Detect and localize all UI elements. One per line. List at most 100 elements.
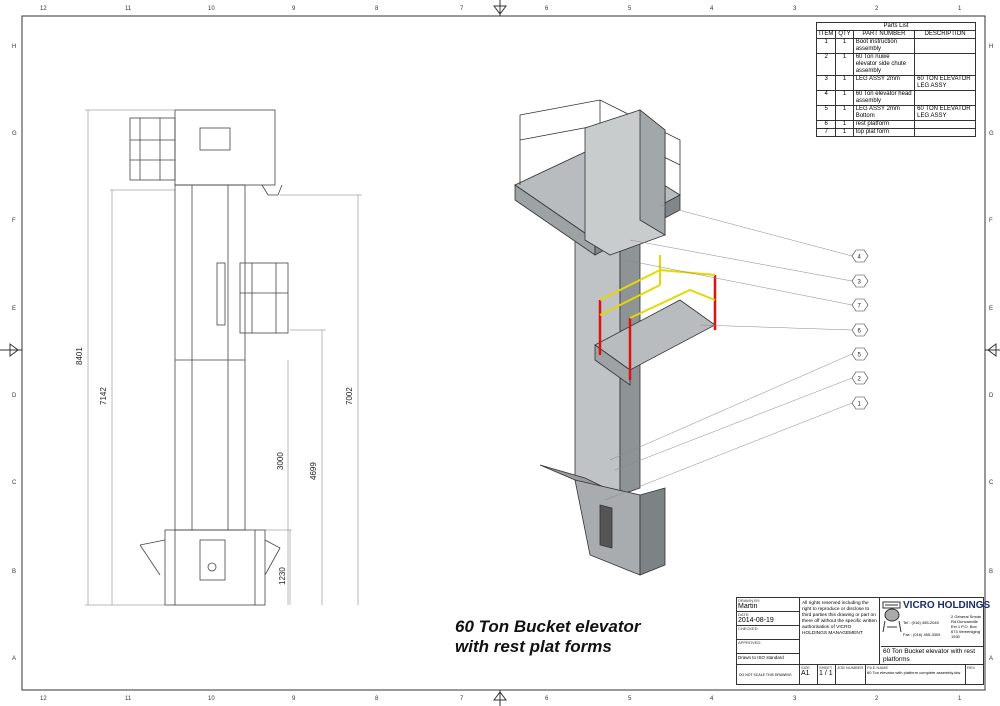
approved-label: APPROVED: (737, 640, 799, 654)
column-marker: 3 (793, 696, 797, 702)
balloon-number: 5 (858, 353, 862, 359)
row-marker: H (12, 44, 16, 50)
parts-cell-part: top plat form (852, 128, 916, 137)
col-part: PART NUMBER (852, 30, 916, 39)
item-balloon (851, 396, 869, 410)
checked-label: CHECKED: (737, 626, 799, 640)
leader-line (659, 204, 853, 257)
column-marker: 8 (375, 6, 379, 12)
leader-line (699, 324, 853, 331)
dim-1230: 1230 (278, 567, 287, 585)
drawn-by: Martin (738, 603, 758, 610)
dim-7142: 7142 (99, 387, 108, 405)
leader-line (609, 353, 853, 461)
revision-label: REV (965, 665, 983, 685)
balloon-number: 2 (858, 377, 862, 383)
item-balloon (851, 298, 869, 312)
no-scale-note: DO NOT SCALE THIS DRAWING (739, 673, 792, 677)
parts-cell-part: Boot instruction assembly (852, 38, 916, 54)
row-marker: E (12, 306, 16, 312)
column-marker: 10 (208, 6, 215, 12)
parts-cell-item: 2 (815, 53, 837, 76)
address: 2 General Smuts Rd Duncanville Ext 1 P.O… (951, 614, 982, 639)
parts-cell-part: 60 Ton nuwe elevator side chute assembly (852, 53, 916, 76)
column-marker: 7 (460, 696, 464, 702)
column-marker: 1 (958, 6, 962, 12)
item-balloon (851, 249, 869, 263)
balloon-number: 1 (858, 402, 862, 408)
col-qty: QTY (835, 30, 854, 39)
leader-line (629, 239, 853, 282)
caption-line-2: with rest plat forms (455, 637, 612, 656)
row-marker: B (989, 569, 993, 575)
drawn-by-label: DRAWN BY: (738, 598, 761, 603)
parts-cell-item: 1 (815, 38, 837, 54)
row-marker: A (989, 656, 993, 662)
company-block: VICRO HOLDINGS Tel : (016) 455-2040 Fax … (881, 598, 990, 647)
standard-note: Drawn to ISO standard (738, 655, 784, 660)
item-balloon (851, 371, 869, 385)
balloon-number: 7 (858, 304, 862, 310)
row-marker: A (12, 656, 16, 662)
isometric-view (514, 99, 717, 576)
parts-cell-part: LEG ASSY 2mm (852, 75, 916, 91)
parts-cell-item: 5 (815, 105, 837, 121)
parts-cell-desc (914, 128, 976, 137)
parts-cell-desc (914, 90, 976, 106)
parts-cell-part: LEG ASSY 2mm Bottom (852, 105, 916, 121)
drawing-caption: 60 Ton Bucket elevator with rest plat fo… (455, 617, 641, 657)
sheet-size: A1 (801, 670, 810, 677)
row-marker: D (12, 393, 17, 399)
item-balloon (851, 323, 869, 337)
drawn-section: DRAWN BY:Martin DATE:2014-08-19 CHECKED:… (737, 598, 800, 664)
parts-cell-qty: 1 (835, 105, 854, 121)
parts-cell-item: 7 (815, 128, 837, 137)
col-item: ITEM (815, 30, 837, 39)
title-block: DRAWN BY:Martin DATE:2014-08-19 CHECKED:… (736, 597, 990, 685)
row-marker: C (989, 480, 994, 486)
parts-cell-item: 4 (815, 90, 837, 106)
column-marker: 7 (460, 6, 464, 12)
rights-notice: All rights reserved including the right … (800, 598, 880, 664)
parts-cell-desc (914, 53, 976, 76)
column-marker: 6 (545, 6, 549, 12)
parts-cell-qty: 1 (835, 120, 854, 129)
parts-cell-qty: 1 (835, 38, 854, 54)
dimension-labels: 8401 7142 7002 4699 3000 1230 (75, 347, 354, 585)
parts-list-table: Parts List ITEM QTY PART NUMBER DESCRIPT… (815, 22, 976, 137)
frame (21, 15, 986, 691)
row-marker: G (989, 131, 994, 137)
column-marker: 3 (793, 6, 797, 12)
row-marker: E (989, 306, 993, 312)
parts-cell-part: 60 Ton elevator head assembly (852, 90, 916, 106)
parts-cell-qty: 1 (835, 90, 854, 106)
column-marker: 6 (545, 696, 549, 702)
balloon-number: 4 (858, 255, 862, 261)
dim-3000: 3000 (276, 452, 285, 470)
column-marker: 9 (292, 6, 296, 12)
column-marker: 12 (40, 696, 47, 702)
column-marker: 1 (958, 696, 962, 702)
parts-cell-qty: 1 (835, 75, 854, 91)
drawing-title: 60 Ton Bucket elevator with rest platfor… (883, 648, 976, 663)
parts-cell-desc: 60 TON ELEVATOR LEG ASSY (914, 75, 976, 91)
column-marker: 10 (208, 696, 215, 702)
column-marker: 8 (375, 696, 379, 702)
leader-line (604, 402, 853, 501)
file-name: 60 Ton elevator with platform complete a… (867, 670, 961, 675)
date: 2014-08-19 (738, 617, 774, 624)
file-name-label: FILE NAME (867, 665, 889, 670)
row-marker: D (989, 393, 994, 399)
column-marker: 2 (875, 696, 879, 702)
column-marker: 11 (125, 6, 132, 12)
